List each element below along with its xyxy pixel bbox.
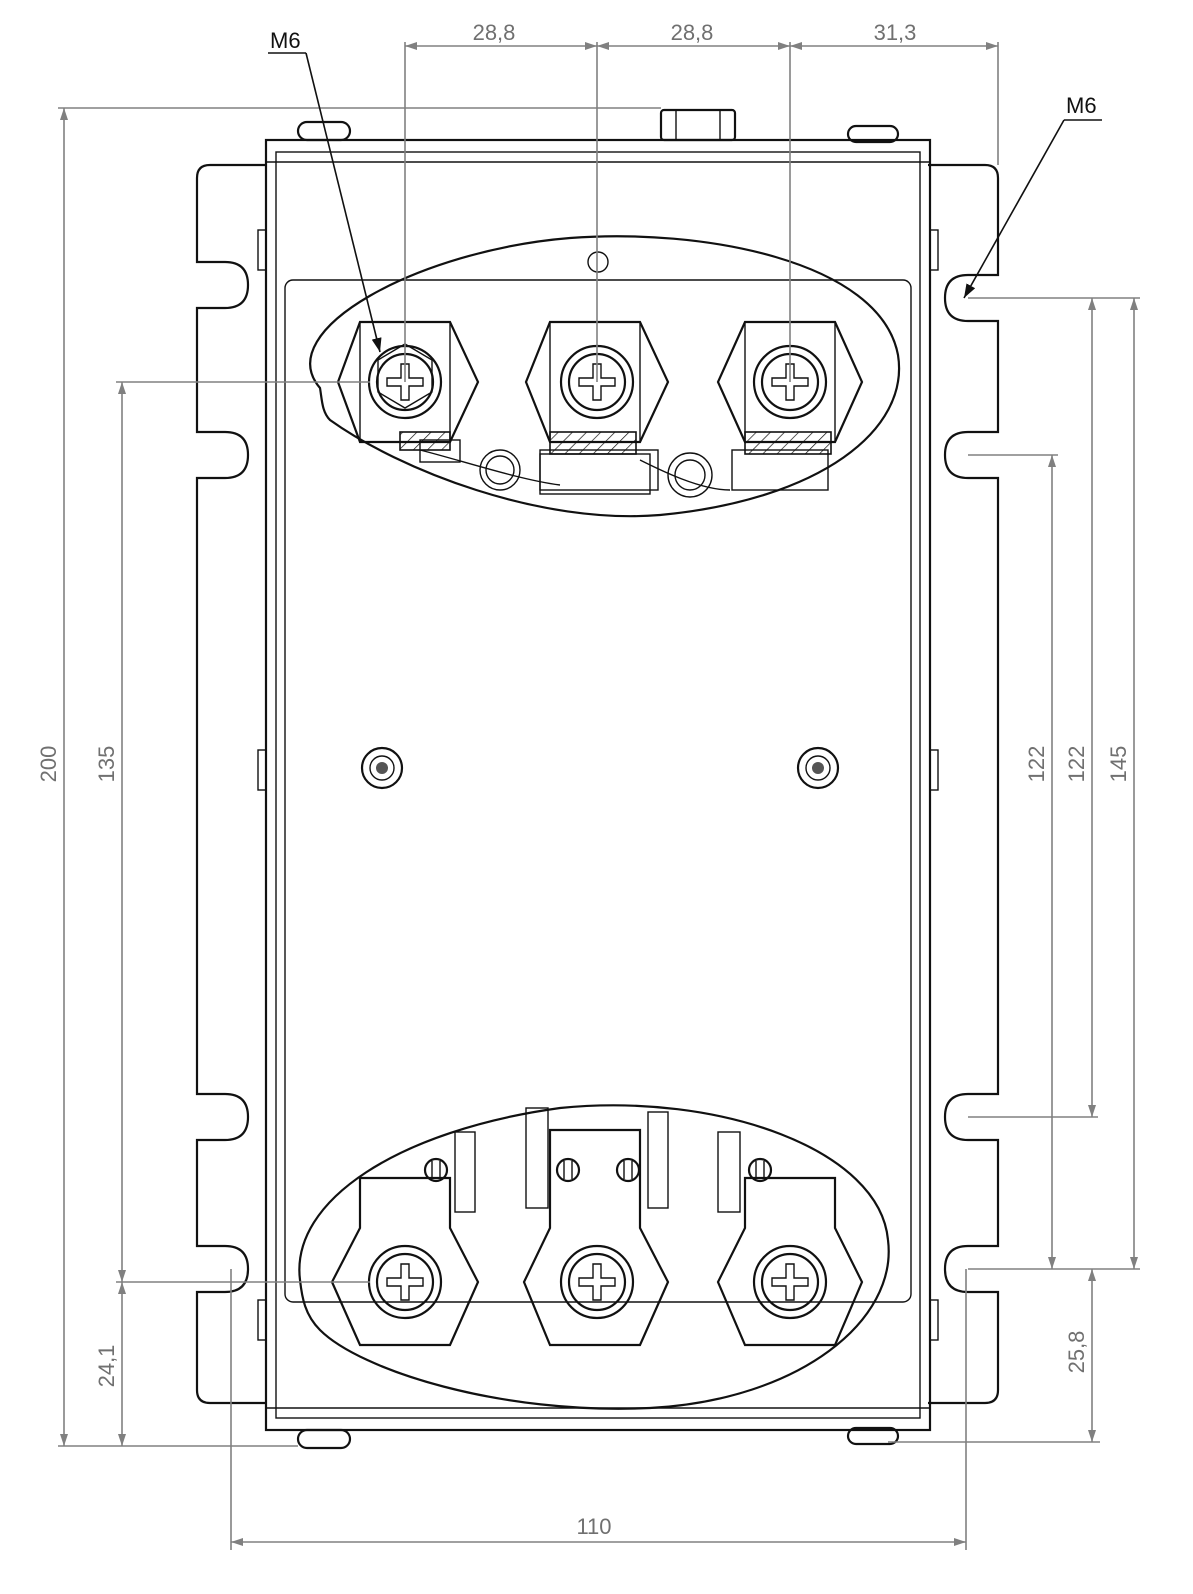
terminal-bottom-1 bbox=[330, 1176, 480, 1347]
terminal-bottom-2 bbox=[522, 1128, 670, 1347]
top-cutaway bbox=[309, 235, 901, 518]
dim-top-spacing-1: 28,8 bbox=[473, 20, 516, 45]
callout-text-m6-left: M6 bbox=[270, 28, 301, 53]
housing bbox=[257, 138, 939, 1432]
callout-thread-top-left: M6 bbox=[268, 28, 382, 353]
dimension-right-slots: 122 122 145 25,8 bbox=[888, 297, 1140, 1443]
terminal-top-1 bbox=[336, 320, 480, 451]
dim-top-spacing-2: 28,8 bbox=[671, 20, 714, 45]
dimension-left-terminals: 135 24,1 bbox=[94, 381, 370, 1446]
center-fasteners bbox=[360, 251, 840, 790]
dimension-overall-width: 110 bbox=[230, 1269, 967, 1550]
dim-overall-height: 200 bbox=[36, 746, 61, 783]
dim-overall-width: 110 bbox=[576, 1514, 611, 1539]
dim-right-slot-span-a: 122 bbox=[1024, 746, 1049, 783]
dim-right-overall-slot: 145 bbox=[1106, 746, 1131, 783]
callout-thread-top-right: M6 bbox=[963, 93, 1102, 299]
dim-top-spacing-3: 31,3 bbox=[874, 20, 917, 45]
callout-text-m6-right: M6 bbox=[1066, 93, 1097, 118]
dimension-overall-height: 200 bbox=[36, 107, 661, 1447]
dimension-top-chain: 28,8 28,8 31,3 bbox=[404, 20, 999, 382]
dim-right-slot-span-b: 122 bbox=[1064, 746, 1089, 783]
dim-right-bottom-offset: 25,8 bbox=[1064, 1331, 1089, 1374]
terminal-bottom-3 bbox=[716, 1176, 864, 1347]
dim-left-terminal-height: 135 bbox=[94, 746, 119, 783]
dim-left-bottom-offset: 24,1 bbox=[94, 1345, 119, 1388]
top-hardware bbox=[296, 108, 900, 1450]
